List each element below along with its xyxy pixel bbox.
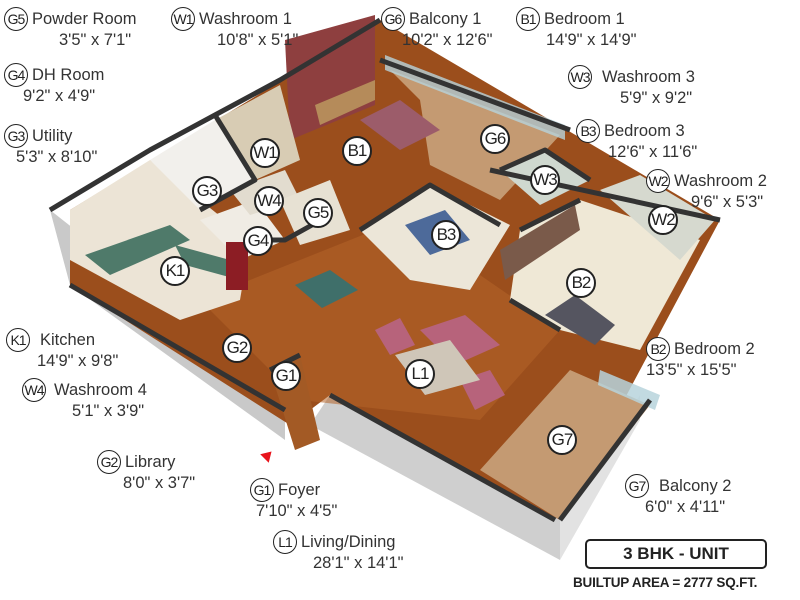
code-badge: L1 [273,530,297,554]
unit-type-badge: 3 BHK - UNIT [585,539,767,569]
code-badge: G7 [625,474,649,498]
room-dims: 28'1" x 14'1" [313,554,404,572]
room-name: Utility [32,126,73,145]
room-name: Living/Dining [301,532,396,551]
room-dims: 9'2" x 4'9" [23,87,96,105]
builtup-area-label: BUILTUP AREA = 2777 SQ.FT. [573,575,758,590]
room-dims: 14'9" x 9'8" [37,352,119,370]
room-dims: 10'2" x 12'6" [402,31,493,49]
room-dims: 13'5" x 15'5" [646,361,737,379]
marker-g4: G4 [243,226,273,256]
kitchen-counter-2 [175,245,240,280]
room-dims: 9'6" x 5'3" [691,193,764,211]
outer-wall-bottom [310,395,560,560]
room-name: Washroom 3 [602,67,695,86]
room-name: Bedroom 1 [544,9,625,28]
room-name: Foyer [278,480,321,499]
room-name: Washroom 2 [674,171,767,190]
balcony-2-glass [598,370,660,410]
fridge [226,242,248,290]
code-badge: W3 [568,65,592,89]
dining-table [295,270,358,308]
bedroom-2-bed [545,295,615,345]
code-badge: K1 [6,328,30,352]
marker-g2: G2 [222,333,252,363]
code-badge: G4 [4,63,28,87]
code-badge: G2 [97,450,121,474]
code-badge: G3 [4,124,28,148]
room-name: Kitchen [40,330,96,349]
marker-w3: W3 [530,165,560,195]
code-badge: B3 [576,119,600,143]
marker-w2: W2 [648,205,678,235]
marker-g3: G3 [192,176,222,206]
legend-g7: G7 Balcony 2 6'0" x 4'11" [625,474,731,517]
marker-g6: G6 [480,124,510,154]
room-name: Bedroom 3 [604,121,685,140]
room-name: Washroom 4 [54,380,147,399]
room-name: Bedroom 2 [674,339,755,358]
code-badge: G5 [4,7,28,31]
kitchen-counter [85,225,190,275]
room-dims: 5'1" x 3'9" [72,402,145,420]
legend-k1: K1 Kitchen 14'9" x 9'8" [6,328,118,371]
bedroom-1-wardrobe [315,80,375,125]
legend-w3: W3 Washroom 3 5'9" x 9'2" [568,65,695,108]
room-dims: 8'0" x 3'7" [123,474,196,492]
marker-b2: B2 [566,268,596,298]
code-badge: W4 [22,378,46,402]
code-badge: G1 [250,478,274,502]
room-dims: 7'10" x 4'5" [256,502,338,520]
bedroom-1-bed [360,100,440,150]
living-sofa [420,315,500,365]
code-badge: G6 [381,7,405,31]
code-badge: W2 [646,169,670,193]
room-name: Powder Room [32,9,137,28]
marker-b3: B3 [431,220,461,250]
marker-w1: W1 [250,138,280,168]
marker-l1: L1 [405,359,435,389]
room-name: DH Room [32,65,105,84]
room-name: Washroom 1 [199,9,292,28]
code-badge: B2 [646,337,670,361]
utility-area [150,120,255,210]
room-name: Balcony 2 [659,476,732,495]
marker-g7: G7 [547,425,577,455]
room-dims: 6'0" x 4'11" [645,498,726,516]
code-badge: B1 [516,7,540,31]
code-badge: W1 [171,7,195,31]
marker-g5: G5 [303,198,333,228]
legend-w4: W4 Washroom 4 5'1" x 3'9" [22,378,147,421]
room-dims: 5'3" x 8'10" [16,148,98,166]
bedroom-2-wardrobe [500,205,580,280]
room-name: Balcony 1 [409,9,482,28]
room-dims: 12'6" x 11'6" [608,143,698,161]
room-dims: 5'9" x 9'2" [620,89,693,107]
room-dims: 10'8" x 5'1" [217,31,299,49]
marker-w4: W4 [254,186,284,216]
room-dims: 3'5" x 7'1" [59,31,132,49]
living-armchair-left [375,318,415,355]
marker-g1: G1 [271,361,301,391]
room-name: Library [125,452,176,471]
marker-b1: B1 [342,136,372,166]
marker-k1: K1 [160,256,190,286]
wall-outlines [48,17,721,523]
room-dims: 14'9" x 14'9" [546,31,637,49]
